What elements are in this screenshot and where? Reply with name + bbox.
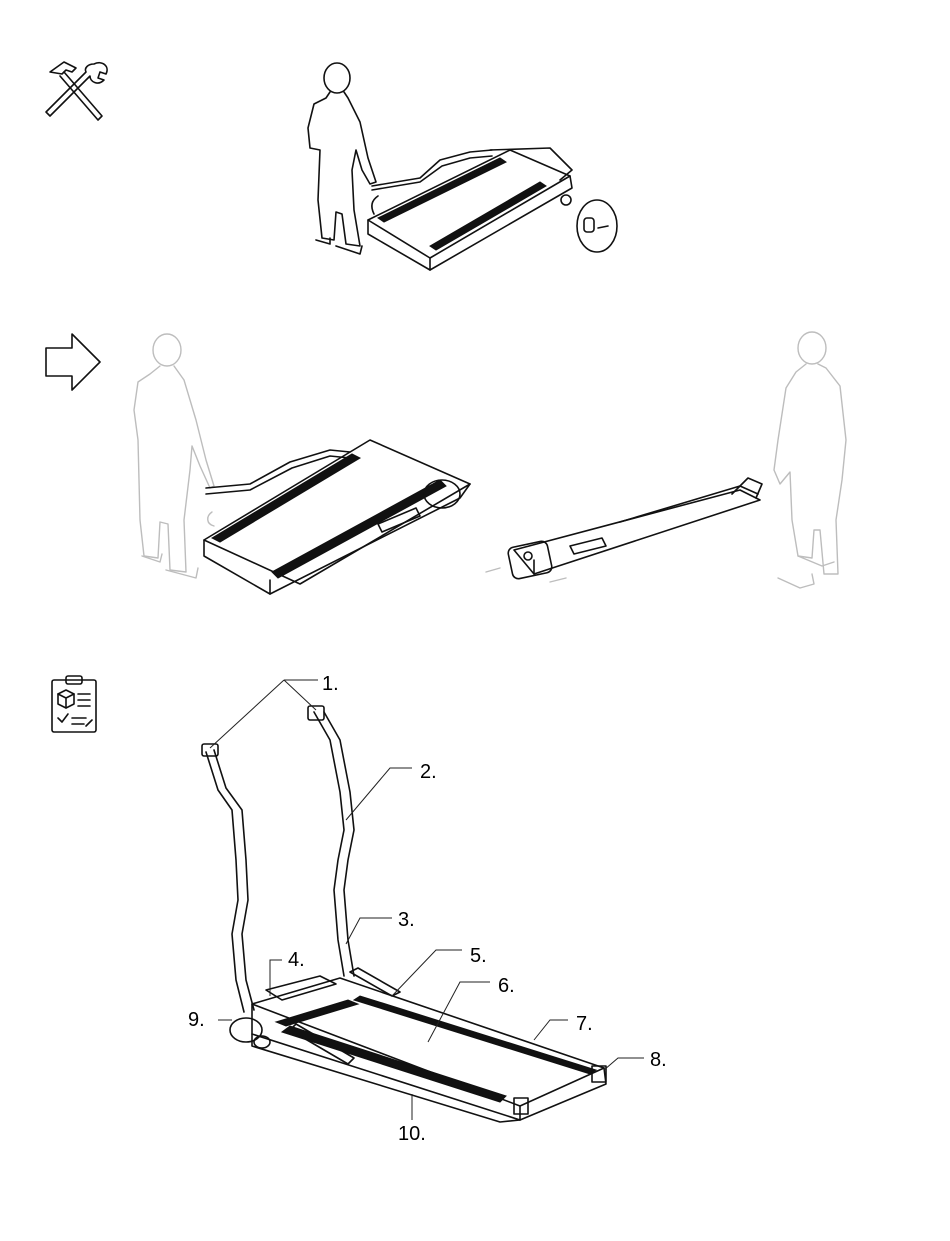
checklist-icon bbox=[52, 676, 96, 732]
part-label-5: 5. bbox=[470, 945, 487, 967]
lowering-illustration bbox=[134, 334, 470, 594]
arrow-right-icon bbox=[46, 334, 100, 390]
treadmill-parts-diagram: 1. 2. 3. 4. 5. 6. 7. 8. 9. 10. bbox=[188, 673, 667, 1145]
part-label-4: 4. bbox=[288, 949, 305, 971]
part-label-3: 3. bbox=[398, 909, 415, 931]
tools-icon bbox=[46, 62, 107, 120]
part-label-9: 9. bbox=[188, 1009, 205, 1031]
part-label-2: 2. bbox=[420, 761, 437, 783]
part-label-10: 10. bbox=[398, 1123, 426, 1145]
part-label-8: 8. bbox=[650, 1049, 667, 1071]
part-label-1: 1. bbox=[322, 673, 339, 695]
leader-lines bbox=[210, 680, 644, 1120]
person-figure bbox=[308, 63, 376, 254]
person-figure-ghost-left bbox=[134, 334, 214, 578]
part-label-7: 7. bbox=[576, 1013, 593, 1035]
tilting-illustration bbox=[486, 332, 846, 588]
unfold-illustration bbox=[308, 63, 617, 270]
person-figure-ghost-right bbox=[774, 332, 846, 588]
part-label-6: 6. bbox=[498, 975, 515, 997]
